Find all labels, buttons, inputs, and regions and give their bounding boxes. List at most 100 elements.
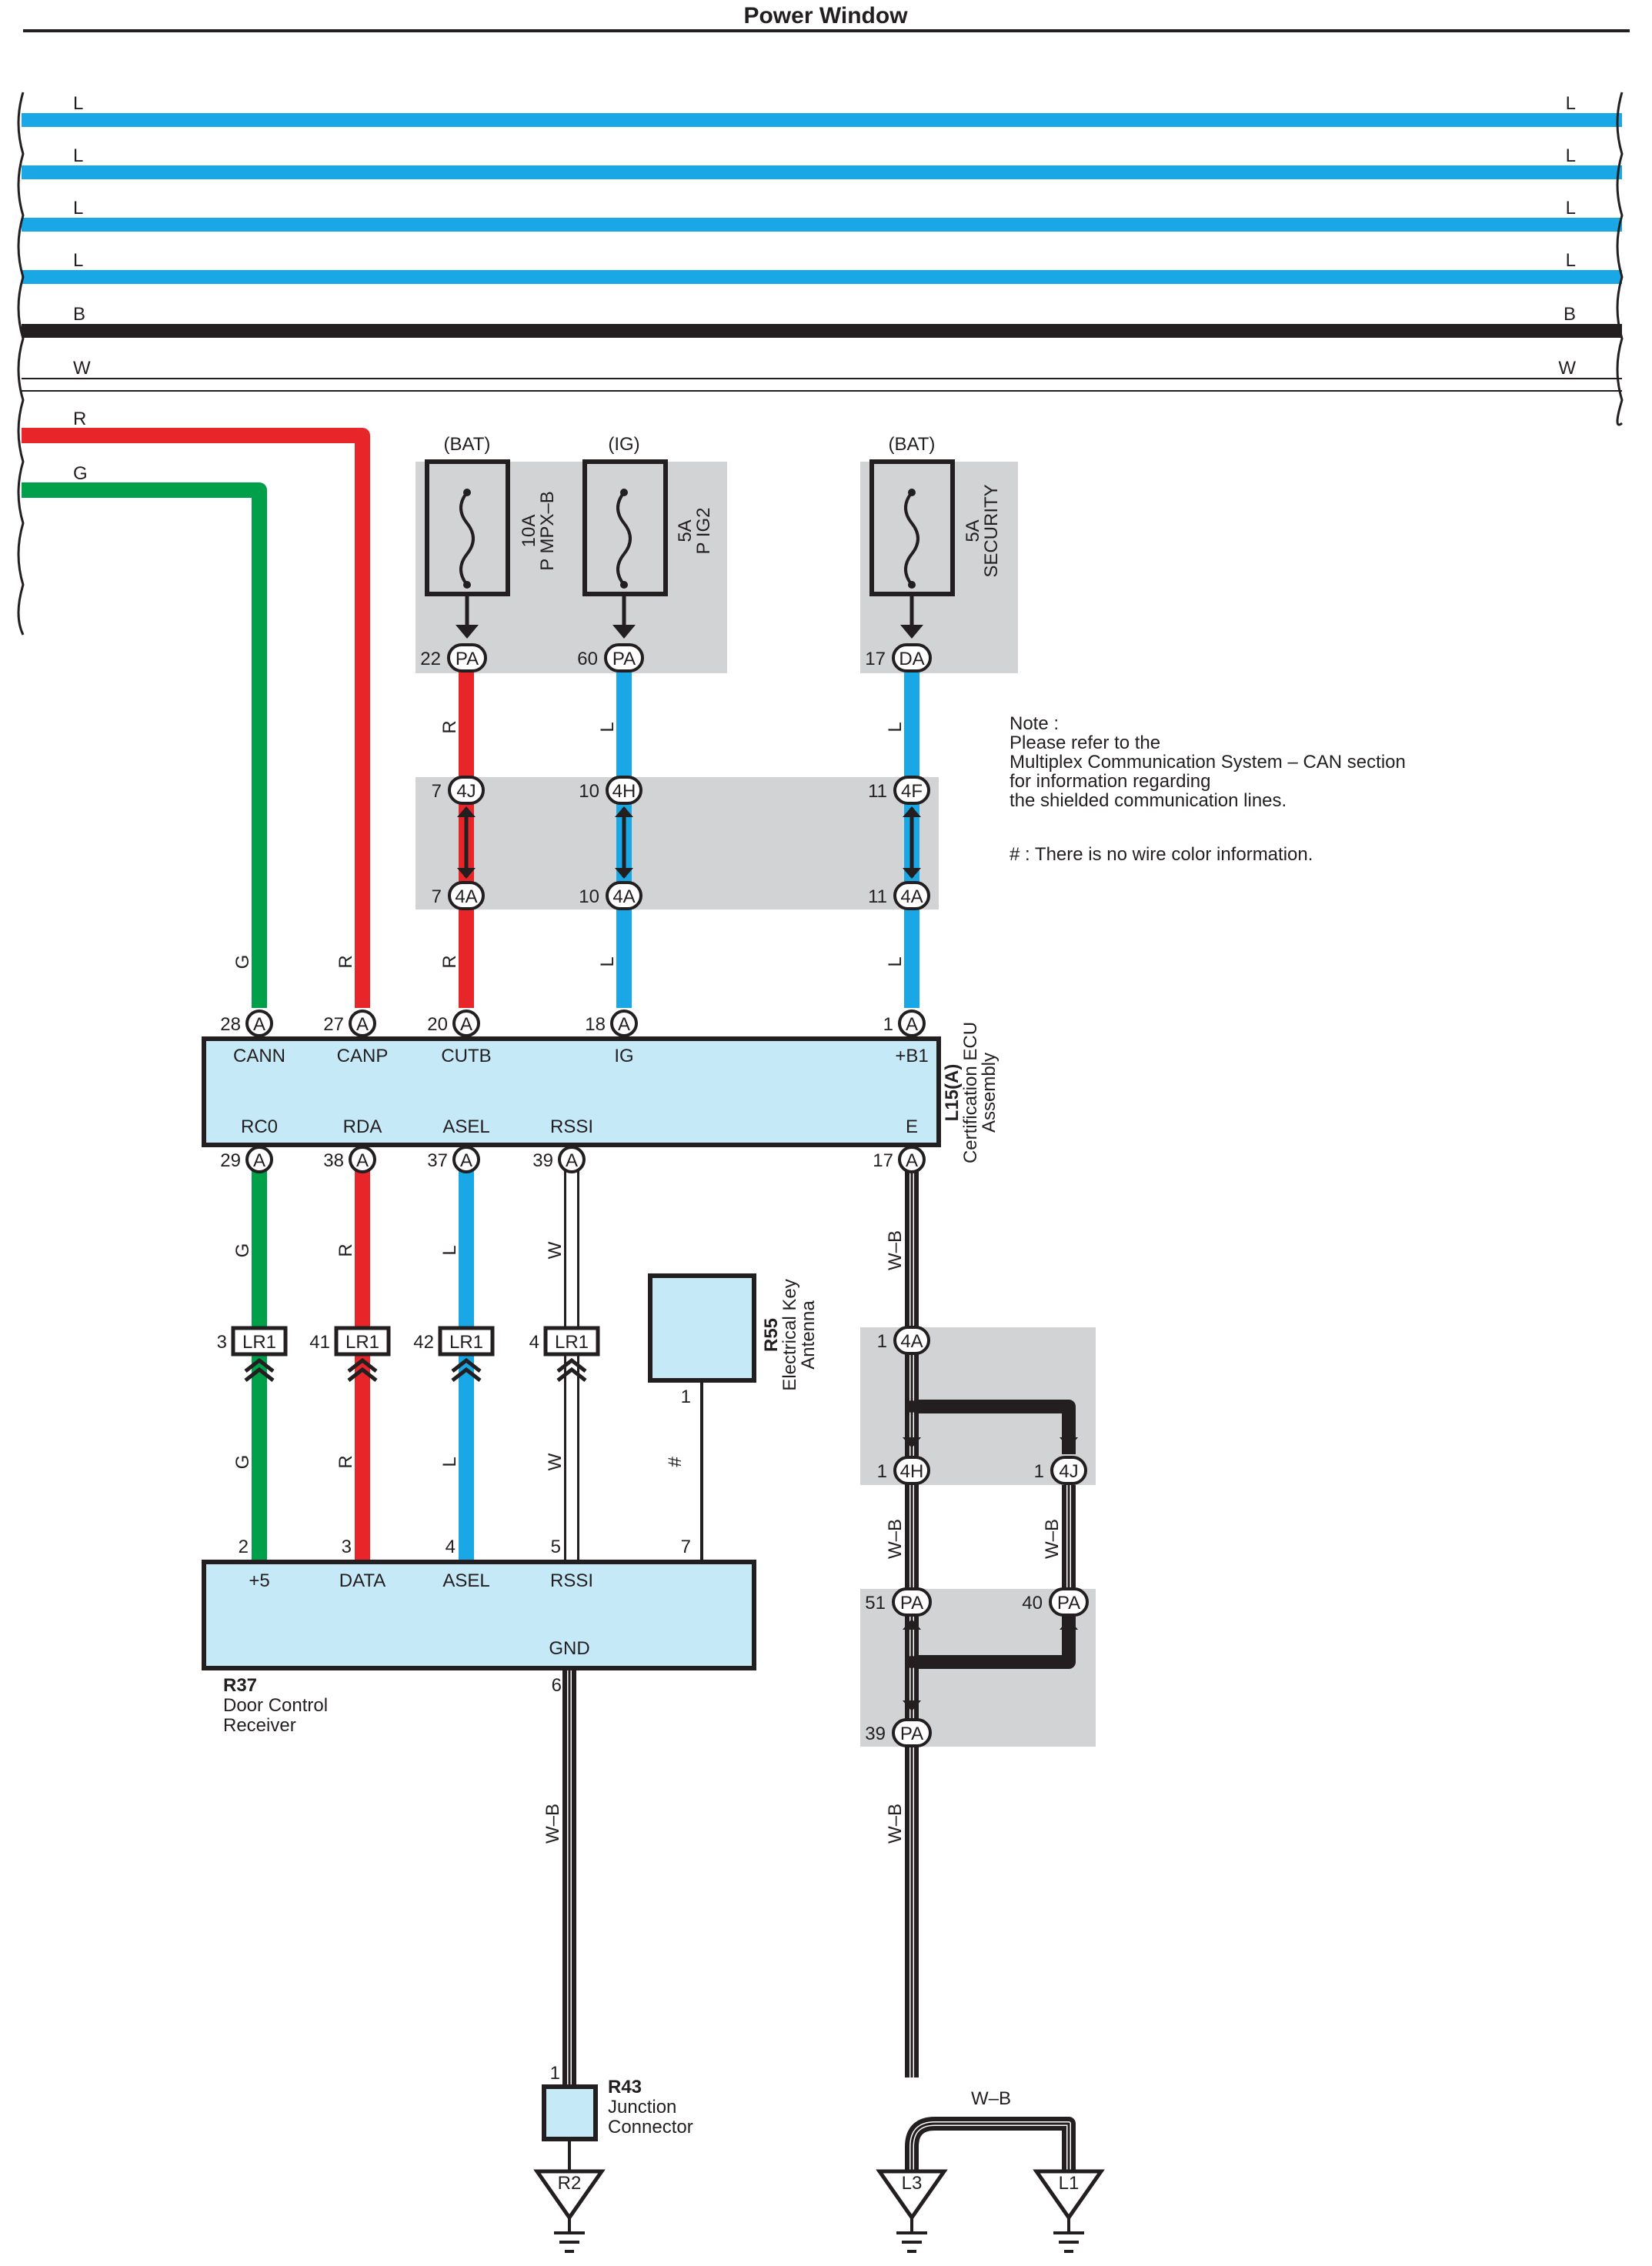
- bus-wires: [22, 113, 1622, 392]
- lr1-pin: 42: [413, 1332, 434, 1353]
- antenna-name-1: Electrical Key: [779, 1279, 800, 1390]
- ground-symbol: [533, 2169, 606, 2221]
- receiver-pin-num: 7: [681, 1537, 691, 1557]
- gj-4j-conn: 4J: [1059, 1461, 1078, 1482]
- wire-label: R: [335, 1243, 356, 1256]
- fuse-2: [582, 459, 668, 639]
- ground-symbol: [876, 2169, 948, 2221]
- ecu-pin-label: ASEL: [442, 1116, 489, 1137]
- ecu-pin-conn: A: [253, 1150, 265, 1171]
- lr1-box: [438, 1326, 495, 1357]
- receiver-gnd-label: GND: [549, 1638, 589, 1659]
- jc-name-1: Junction: [608, 2097, 676, 2117]
- fuse-2-pin: 60: [577, 649, 598, 669]
- ground-label: L1: [1059, 2173, 1080, 2194]
- junction-2-top-pin: 10: [579, 781, 599, 802]
- note-line: the shielded communication lines.: [1010, 790, 1287, 811]
- lr1-pin: 3: [217, 1332, 227, 1353]
- ecu-pin-conn: A: [253, 1014, 265, 1035]
- fuse-blocks: [425, 459, 955, 639]
- ecu-pin-circle: [898, 1010, 926, 1037]
- receiver-pin-label: RSSI: [550, 1570, 593, 1591]
- ecu-pin-num: 38: [323, 1150, 344, 1171]
- wire-label: G: [232, 1243, 253, 1258]
- ecu-pin-label: CUTB: [441, 1046, 491, 1066]
- receiver-pin-num: 3: [342, 1537, 352, 1557]
- lr1-conn: LR1: [242, 1332, 276, 1353]
- splice-points: [906, 1400, 918, 1668]
- ecu-pin-label: IG: [614, 1046, 633, 1066]
- junction-3-top-pin: 11: [868, 781, 887, 802]
- junction-col-2: 4H 10 4A 10: [579, 776, 642, 910]
- ecu-pin-circle: [452, 1146, 480, 1173]
- wire-label: L: [597, 722, 618, 732]
- gj-4h-pin: 1: [877, 1461, 887, 1482]
- wire-label: W–B: [885, 1804, 906, 1844]
- ecu-pin-circle: [349, 1010, 376, 1037]
- ecu-pin-num: 17: [873, 1150, 893, 1171]
- receiver-wires: [252, 1170, 579, 1562]
- fuse-1-conn: PA: [456, 649, 479, 669]
- fuse-connectors: PA 22 PA 60 DA 17: [420, 643, 932, 672]
- ecu-code: L15(A): [942, 1064, 963, 1122]
- ecu-pin-conn: A: [460, 1014, 472, 1035]
- fuse-3-conn: DA: [899, 649, 924, 669]
- wire-label: R: [439, 720, 460, 733]
- ecu-pin-circle: [245, 1146, 273, 1173]
- gj-4a-pin: 1: [877, 1331, 887, 1352]
- fuse-2-rating: 5A: [675, 519, 696, 542]
- ecu-pin-label: RC0: [241, 1116, 278, 1137]
- upper-junctions: 4J 7 4A 7 4H 10 4A 10 4F 11 4A 11: [432, 776, 930, 910]
- wire-label: W–B: [885, 1519, 906, 1559]
- wire-label: L: [439, 1457, 460, 1467]
- bus-label-left: L: [73, 145, 83, 166]
- antenna-code: R55: [761, 1318, 782, 1352]
- fuse-2-source: (IG): [608, 434, 639, 455]
- ecu-pin-num: 39: [532, 1150, 553, 1171]
- bus-label-left: G: [73, 463, 88, 484]
- gj-39-pin: 39: [865, 1724, 886, 1744]
- lr1-box: [231, 1326, 288, 1357]
- gj-51-conn: PA: [900, 1593, 923, 1614]
- bus-label-right: L: [1566, 145, 1576, 166]
- junction-3-bot-pin: 11: [868, 886, 887, 907]
- receiver-pin-label: +5: [249, 1570, 269, 1591]
- ecu-pin-circle: [452, 1010, 480, 1037]
- wire-label: R: [335, 955, 356, 968]
- receiver-name-2: Receiver: [223, 1715, 296, 1736]
- junction-2-bot-pin: 10: [579, 886, 599, 907]
- bus-label-left: R: [73, 409, 86, 429]
- receiver-pin-label: ASEL: [442, 1570, 489, 1591]
- bus-label-left: L: [73, 198, 83, 219]
- jc-pin: 1: [550, 2063, 560, 2084]
- gj-51-pin: 51: [865, 1593, 886, 1614]
- junction-1-bot-conn: 4A: [455, 886, 477, 907]
- ground-label: L3: [902, 2173, 923, 2194]
- lower-wire-labels: G R L W W–B G R L W # W–B W–B W–B W–B W–…: [232, 1230, 1063, 2109]
- bus-label-left: L: [73, 250, 83, 271]
- ecu-name-1: Certification ECU: [960, 1022, 981, 1163]
- receiver-pin-num: 4: [446, 1537, 456, 1557]
- page-title: Power Window: [743, 3, 908, 28]
- receiver-pin-num: 5: [551, 1537, 561, 1557]
- wire-label: G: [232, 1455, 253, 1470]
- ecu-pin-num: 18: [585, 1014, 606, 1035]
- lr1-pin: 41: [309, 1332, 330, 1353]
- lr1-box: [543, 1326, 600, 1357]
- gj-39-conn: PA: [900, 1724, 923, 1744]
- ecu-pin-num: 29: [220, 1150, 241, 1171]
- wire-label: R: [439, 955, 460, 968]
- gj-4h-conn: 4H: [900, 1461, 924, 1482]
- ecu-pin-label: RSSI: [550, 1116, 593, 1137]
- gj-40-pin: 40: [1022, 1593, 1043, 1614]
- note-line: for information regarding: [1010, 771, 1210, 792]
- note-heading: Note :: [1010, 713, 1059, 734]
- note-block: Note : Please refer to the Multiplex Com…: [1010, 713, 1406, 865]
- ground-symbol: [1033, 2169, 1105, 2221]
- wire-label: L: [439, 1245, 460, 1255]
